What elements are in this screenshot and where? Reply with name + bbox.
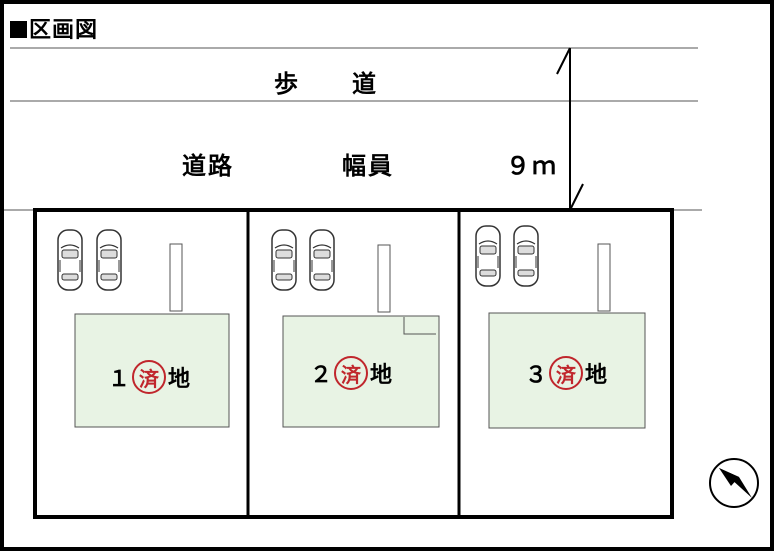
car-icon [96,229,122,291]
road-width-label: 幅員 [342,152,394,180]
road-width-dimension [556,47,584,211]
lot-1-label: １ 済 地 [108,360,190,394]
sold-stamp-icon: 済 [334,356,369,390]
site-plan: 区画図 [4,4,770,547]
car-icon [271,229,297,291]
lot-3-label: ３ 済 地 [525,356,607,390]
road-width-value: ９ｍ [506,152,558,180]
square-icon [10,21,27,38]
lot-suffix: 地 [168,367,191,392]
road-label: 道路 [182,152,234,180]
north-arrow-icon [709,458,759,508]
lot-suffix: 地 [585,363,608,388]
car-icon [513,225,539,287]
lot-number: ２ [310,363,333,388]
page-title: 区画図 [10,12,98,44]
sold-stamp-icon: 済 [132,360,167,394]
sidewalk-label: 歩 道 [274,70,378,98]
page-title-text: 区画図 [29,18,99,43]
car-icon [475,225,501,287]
lot-number: １ [108,367,131,392]
car-icon [57,229,83,291]
lot-number: ３ [525,363,548,388]
sold-stamp-icon: 済 [549,356,584,390]
pole-1 [169,243,183,312]
car-icon [309,229,335,291]
lots-outline [33,208,674,519]
plan-drawing [4,47,759,519]
lot-suffix: 地 [370,363,393,388]
lot-2-label: ２ 済 地 [310,356,392,390]
pole-2 [377,244,391,313]
pole-3 [597,243,611,312]
